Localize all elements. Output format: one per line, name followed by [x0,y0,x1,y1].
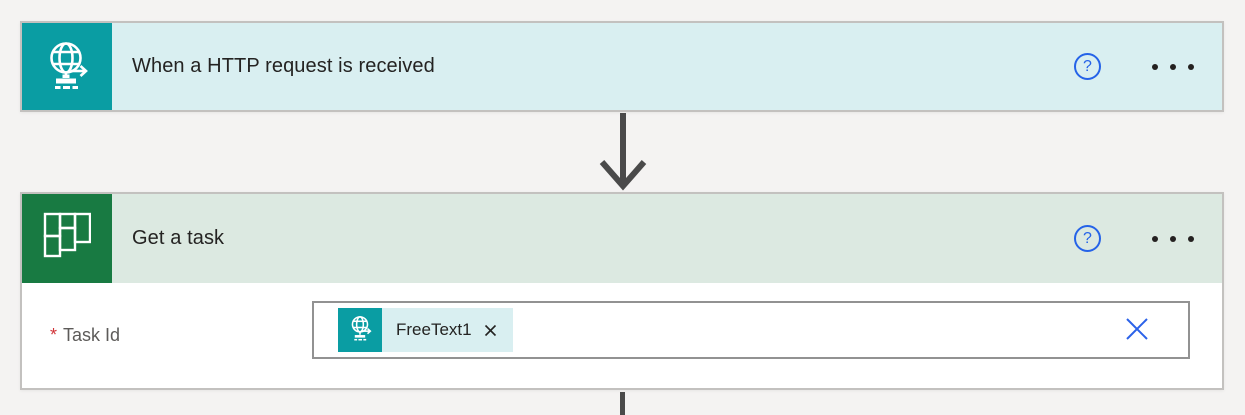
action-header-body: Get a task ? [112,194,1222,283]
planner-connector-badge [22,194,112,283]
question-mark-icon: ? [1083,58,1092,75]
ellipsis-icon [1152,235,1158,242]
trigger-card-header[interactable]: When a HTTP request is received ? [22,23,1222,110]
clear-input-button[interactable] [1124,317,1150,343]
planner-board-icon [43,212,92,265]
connector-line-stub [620,392,625,415]
action-menu-button[interactable] [1150,228,1196,250]
task-id-input[interactable]: FreeText1 [312,301,1190,359]
action-help-button[interactable]: ? [1074,225,1101,252]
ellipsis-icon [1170,63,1176,70]
question-mark-icon: ? [1083,230,1092,247]
http-connector-badge [22,23,112,110]
http-request-globe-icon [41,38,93,95]
ellipsis-icon [1152,63,1158,70]
trigger-header-body: When a HTTP request is received ? [112,23,1222,110]
required-marker: * [50,325,58,345]
task-id-label: *Task Id [22,325,120,346]
http-request-globe-icon [347,314,374,346]
trigger-title: When a HTTP request is received [132,55,435,77]
ellipsis-icon [1188,235,1194,242]
action-card-body: *Task Id [22,283,1222,388]
dynamic-content-token[interactable]: FreeText1 [338,308,513,352]
task-id-label-text: Task Id [63,325,121,345]
action-title: Get a task [132,227,225,249]
clear-x-icon [1125,317,1149,344]
token-label-area: FreeText1 [382,308,513,352]
ellipsis-icon [1170,235,1176,242]
trigger-menu-button[interactable] [1150,56,1196,78]
action-card: Get a task ? *Task Id [20,192,1224,390]
ellipsis-icon [1188,63,1194,70]
trigger-help-button[interactable]: ? [1074,53,1101,80]
token-source-badge [338,308,382,352]
action-card-header[interactable]: Get a task ? [22,194,1222,283]
trigger-card: When a HTTP request is received ? [20,21,1224,112]
remove-token-icon[interactable] [484,324,497,337]
connector-arrow-down-icon [594,113,652,196]
token-label: FreeText1 [396,320,472,339]
